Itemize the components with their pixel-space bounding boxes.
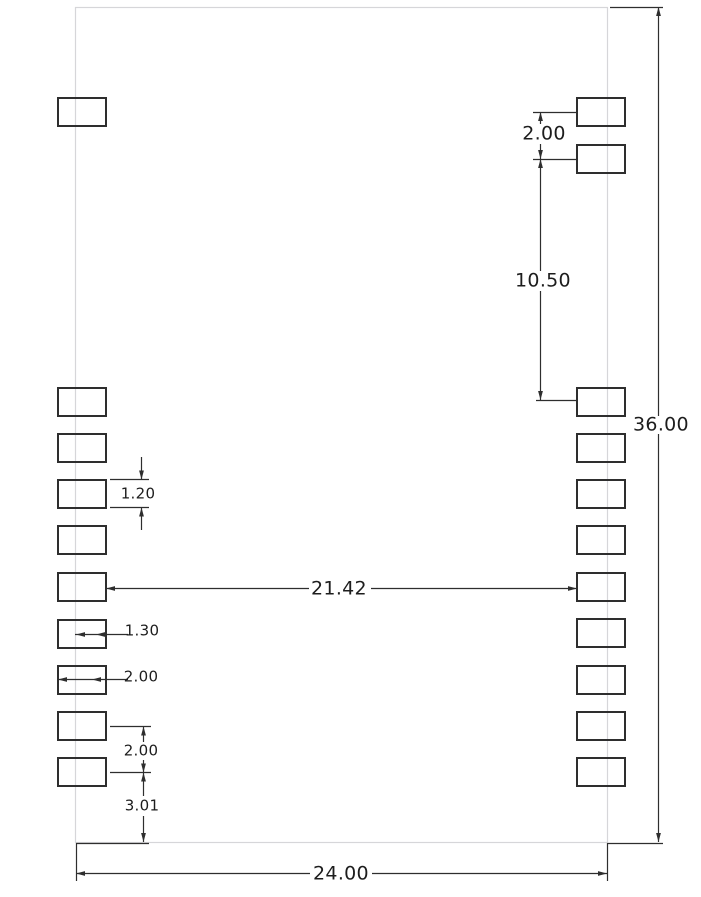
dim-label-top-right-pitch: 2.00 bbox=[522, 122, 566, 145]
dim-label-bottom-pad-to-edge: 3.01 bbox=[124, 796, 160, 815]
dim-label-inner-pad-span: 21.42 bbox=[311, 577, 367, 600]
dim-label-body-width: 24.00 bbox=[313, 862, 369, 885]
dim-label-body-height: 36.00 bbox=[633, 413, 689, 436]
pad-right-8 bbox=[576, 618, 626, 648]
pad-left-10 bbox=[57, 757, 107, 787]
dim-body-width-lines bbox=[75, 843, 609, 881]
module-body-outline bbox=[74, 6, 609, 844]
pad-right-7 bbox=[576, 572, 626, 602]
pad-right-2 bbox=[576, 144, 626, 174]
dim-label-pad-length: 2.00 bbox=[123, 667, 159, 686]
pad-right-9 bbox=[576, 665, 626, 695]
dim-label-pad-inner-length: 1.30 bbox=[124, 621, 160, 640]
arrowheads bbox=[76, 632, 105, 637]
dim-pad-height-lines bbox=[110, 457, 149, 530]
pad-right-4 bbox=[576, 433, 626, 463]
pad-left-2 bbox=[57, 387, 107, 417]
pad-left-3 bbox=[57, 433, 107, 463]
pad-right-10 bbox=[576, 711, 626, 741]
pad-left-1 bbox=[57, 97, 107, 127]
pad-right-6 bbox=[576, 525, 626, 555]
pad-column-right bbox=[576, 97, 626, 787]
dim-inner-span-lines bbox=[106, 586, 577, 591]
pad-column-left bbox=[57, 97, 107, 787]
pad-left-4 bbox=[57, 479, 107, 509]
dim-bottom-left-pitch-lines bbox=[110, 725, 151, 774]
dim-label-bottom-left-pitch: 2.00 bbox=[123, 741, 159, 760]
pad-left-5 bbox=[57, 525, 107, 555]
dim-label-pad-height: 1.20 bbox=[120, 484, 156, 503]
dim-body-height-lines bbox=[607, 6, 663, 845]
dim-top-right-pitch-lines bbox=[533, 111, 577, 161]
pad-left-7 bbox=[57, 619, 107, 649]
dim-pad-length-lines bbox=[58, 677, 128, 682]
pad-left-8 bbox=[57, 665, 107, 695]
pad-right-1 bbox=[576, 97, 626, 127]
dim-label-right-vertical-gap: 10.50 bbox=[515, 269, 571, 292]
pad-left-9 bbox=[57, 711, 107, 741]
arrowheads bbox=[58, 677, 101, 682]
pad-left-6 bbox=[57, 572, 107, 602]
dim-right-vertical-gap-lines bbox=[536, 159, 577, 402]
dim-pad-inner-length-lines bbox=[75, 632, 128, 637]
pad-right-11 bbox=[576, 757, 626, 787]
pad-right-3 bbox=[576, 387, 626, 417]
pad-right-5 bbox=[576, 479, 626, 509]
dim-bottom-pad-to-edge-lines bbox=[76, 772, 149, 845]
